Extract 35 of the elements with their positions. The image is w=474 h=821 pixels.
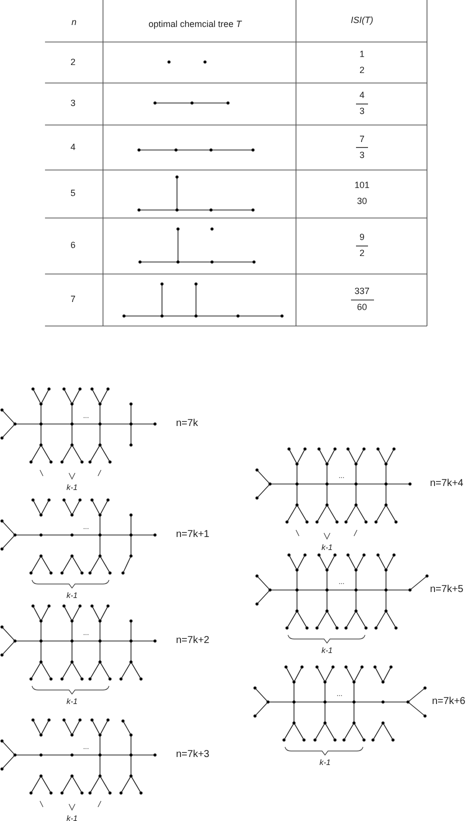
n-value: 6 xyxy=(70,241,76,250)
fraction-numerator: 9 xyxy=(360,233,364,242)
fraction-denominator: 3 xyxy=(360,150,364,160)
count-label: k-1 xyxy=(66,484,78,492)
fraction-numerator: 337 xyxy=(354,287,370,296)
fraction-denominator: 3 xyxy=(360,107,364,116)
case-label: n=7k+6 xyxy=(432,697,466,707)
column-header: optimal chemcial tree T xyxy=(148,20,242,29)
n-value: 2 xyxy=(70,58,76,66)
column-header: n xyxy=(72,18,76,27)
case-label: n=7k+2 xyxy=(176,636,210,646)
n-value: 3 xyxy=(70,99,76,108)
case-label: n=7k+5 xyxy=(430,585,464,595)
case-label: n=7k xyxy=(176,419,198,429)
count-label: k-1 xyxy=(321,647,333,655)
fraction-numerator: 4 xyxy=(360,91,364,100)
fraction-denominator: 2 xyxy=(360,66,364,74)
fraction-numerator: 1 xyxy=(360,50,364,58)
n-value: 7 xyxy=(70,295,76,304)
column-header: ISI(T) xyxy=(350,16,374,25)
fraction-numerator: 101 xyxy=(354,181,370,190)
case-label: n=7k+1 xyxy=(176,530,210,540)
count-label: k-1 xyxy=(66,592,78,600)
count-label: k-1 xyxy=(321,544,333,552)
fraction-denominator: 30 xyxy=(357,197,367,206)
n-value: 5 xyxy=(70,189,76,198)
fraction-denominator: 2 xyxy=(360,249,364,258)
fraction-numerator: 7 xyxy=(360,134,364,144)
fraction-denominator: 60 xyxy=(357,303,367,312)
count-label: k-1 xyxy=(66,698,78,706)
count-label: k-1 xyxy=(319,759,331,767)
n-value: 4 xyxy=(70,142,76,152)
case-label: n=7k+4 xyxy=(430,479,464,489)
case-label: n=7k+3 xyxy=(176,750,210,760)
count-label: k-1 xyxy=(66,815,78,821)
